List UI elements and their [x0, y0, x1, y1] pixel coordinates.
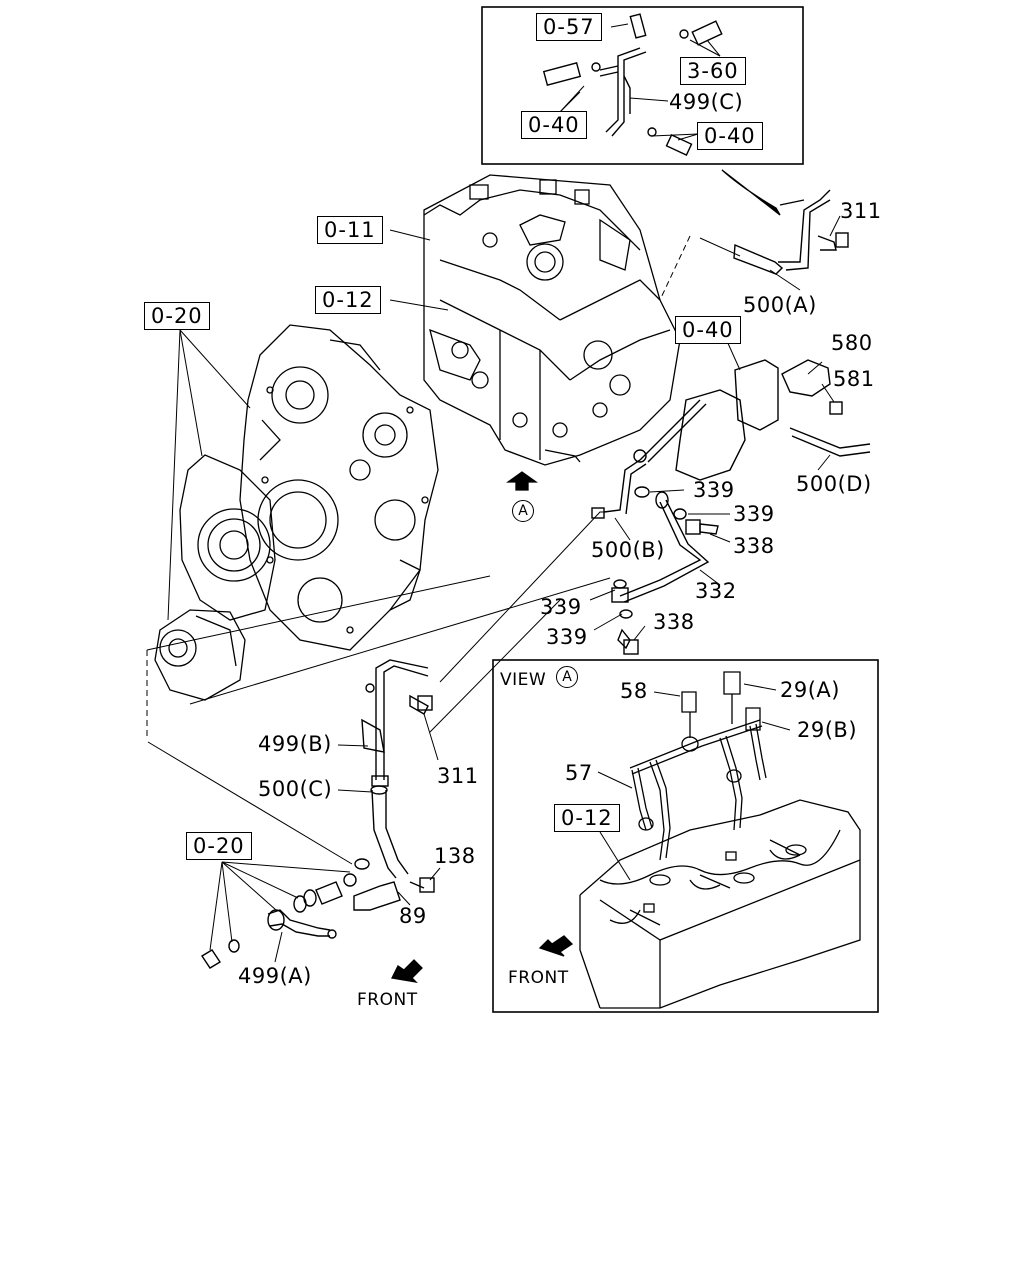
part-label-500a[interactable]: 500(A)	[743, 293, 817, 317]
ref-0-20-label: 0-20	[151, 304, 203, 328]
ref-0-11-label: 0-11	[324, 218, 376, 242]
leader-lines-0-20-bottom	[209, 861, 351, 951]
ref-0-12-label: 0-12	[561, 806, 613, 830]
ref-3-60-label: 3-60	[687, 59, 739, 83]
part-label-339-a[interactable]: 339	[693, 478, 735, 502]
view-title-marker: A	[556, 666, 578, 688]
part-label-499c[interactable]: 499(C)	[669, 90, 744, 114]
bracket-580-drawing	[633, 359, 871, 481]
ref-0-20-label: 0-20	[193, 834, 245, 858]
part-label-499b[interactable]: 499(B)	[258, 732, 332, 756]
ref-box-0-57[interactable]: 0-57	[536, 13, 602, 41]
front-label-view: FRONT	[508, 968, 569, 988]
ref-box-0-20-top[interactable]: 0-20	[144, 302, 210, 330]
inset-frame-top	[481, 6, 804, 165]
part-label-338-a[interactable]: 338	[733, 534, 775, 558]
oil-jet-pipe-57-drawing	[629, 671, 767, 861]
dashed-guide-lines	[146, 235, 691, 740]
part-label-58[interactable]: 58	[620, 679, 648, 703]
pipe-332-drawing	[591, 459, 719, 655]
ref-0-40-label: 0-40	[682, 318, 734, 342]
front-cover-drawing	[239, 324, 439, 651]
inset-pointer-arrow	[721, 169, 781, 216]
ref-box-0-12[interactable]: 0-12	[315, 286, 381, 314]
part-label-29b[interactable]: 29(B)	[797, 718, 858, 742]
front-arrow-view-shape	[538, 935, 574, 957]
connection-lines	[146, 237, 741, 865]
part-label-339-b[interactable]: 339	[733, 502, 775, 526]
part-label-339-d[interactable]: 339	[546, 625, 588, 649]
ref-0-57-label: 0-57	[543, 15, 595, 39]
view-a-marker: A	[512, 500, 534, 522]
ref-box-0-40-inset-right[interactable]: 0-40	[697, 122, 763, 150]
view-title: VIEW	[500, 670, 547, 690]
ref-box-0-40-inset-left[interactable]: 0-40	[521, 111, 587, 139]
pipe-500c-drawing	[353, 785, 435, 911]
part-label-581[interactable]: 581	[833, 367, 875, 391]
part-label-332[interactable]: 332	[695, 579, 737, 603]
part-label-57[interactable]: 57	[565, 761, 593, 785]
pipe-499c-drawing	[542, 13, 723, 157]
ref-0-40-label: 0-40	[704, 124, 756, 148]
gear-case-drawing	[154, 454, 276, 701]
part-label-29a[interactable]: 29(A)	[780, 678, 840, 702]
ref-0-40-label: 0-40	[528, 113, 580, 137]
ref-0-12-label: 0-12	[322, 288, 374, 312]
engine-block-drawing	[423, 174, 681, 466]
part-label-500d[interactable]: 500(D)	[796, 472, 872, 496]
inset-leaders	[559, 23, 721, 141]
part-label-500c[interactable]: 500(C)	[258, 777, 333, 801]
part-label-339-c[interactable]: 339	[540, 595, 582, 619]
view-a-leader-lines	[597, 683, 791, 881]
pipe-499a-drawing	[201, 858, 370, 969]
part-label-500b[interactable]: 500(B)	[591, 538, 665, 562]
ref-box-0-11[interactable]: 0-11	[317, 216, 383, 244]
front-arrow-main-shape	[391, 959, 423, 983]
part-label-499a[interactable]: 499(A)	[238, 964, 312, 988]
inset-frame-view-a	[492, 659, 879, 1013]
ref-box-0-20-bottom[interactable]: 0-20	[186, 832, 252, 860]
part-label-311-mid[interactable]: 311	[437, 764, 479, 788]
front-label-main: FRONT	[357, 990, 418, 1010]
pipe-500a-drawing	[733, 189, 849, 275]
pipe-499b-drawing	[361, 659, 433, 787]
ref-box-0-40-mid[interactable]: 0-40	[675, 316, 741, 344]
part-label-580[interactable]: 580	[831, 331, 873, 355]
view-a-block-drawing	[579, 799, 861, 1009]
part-label-89[interactable]: 89	[399, 904, 427, 928]
part-label-311-top[interactable]: 311	[840, 199, 882, 223]
ref-box-0-12-view[interactable]: 0-12	[554, 804, 620, 832]
part-label-138[interactable]: 138	[434, 844, 476, 868]
ref-box-3-60[interactable]: 3-60	[680, 57, 746, 85]
leader-lines-0-20-top	[167, 329, 251, 621]
label-leader-lines	[274, 215, 841, 963]
view-a-arrow-shape	[505, 471, 539, 491]
part-label-338-b[interactable]: 338	[653, 610, 695, 634]
